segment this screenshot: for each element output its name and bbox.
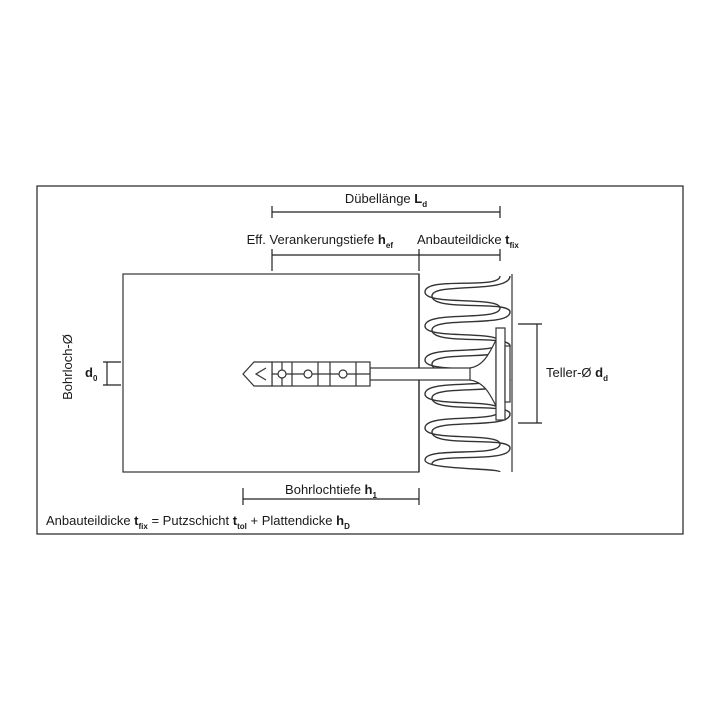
- label-d0: d0: [85, 365, 98, 383]
- frame-border: [36, 185, 684, 535]
- label-bohrlochtiefe: Bohrlochtiefe h1: [285, 482, 377, 500]
- label-bohrloch: Bohrloch-Ø: [60, 334, 75, 400]
- dim-bohrlochtiefe: [242, 488, 420, 505]
- label-duebellaenge: Dübellänge Ld: [345, 191, 427, 209]
- dim-duebellaenge: [271, 206, 501, 218]
- label-teller: Teller-Ø dd: [546, 365, 608, 383]
- dowel: [242, 327, 511, 421]
- dim-teller: [518, 323, 542, 424]
- formula-text: Anbauteildicke tfix = Putzschicht ttol +…: [46, 513, 350, 531]
- dim-bohrloch: [103, 361, 121, 386]
- dim-verankerung: [271, 249, 501, 271]
- label-anbauteil: Anbauteildicke tfix: [417, 232, 519, 250]
- label-verankerung: Eff. Verankerungstiefe hef: [247, 232, 394, 250]
